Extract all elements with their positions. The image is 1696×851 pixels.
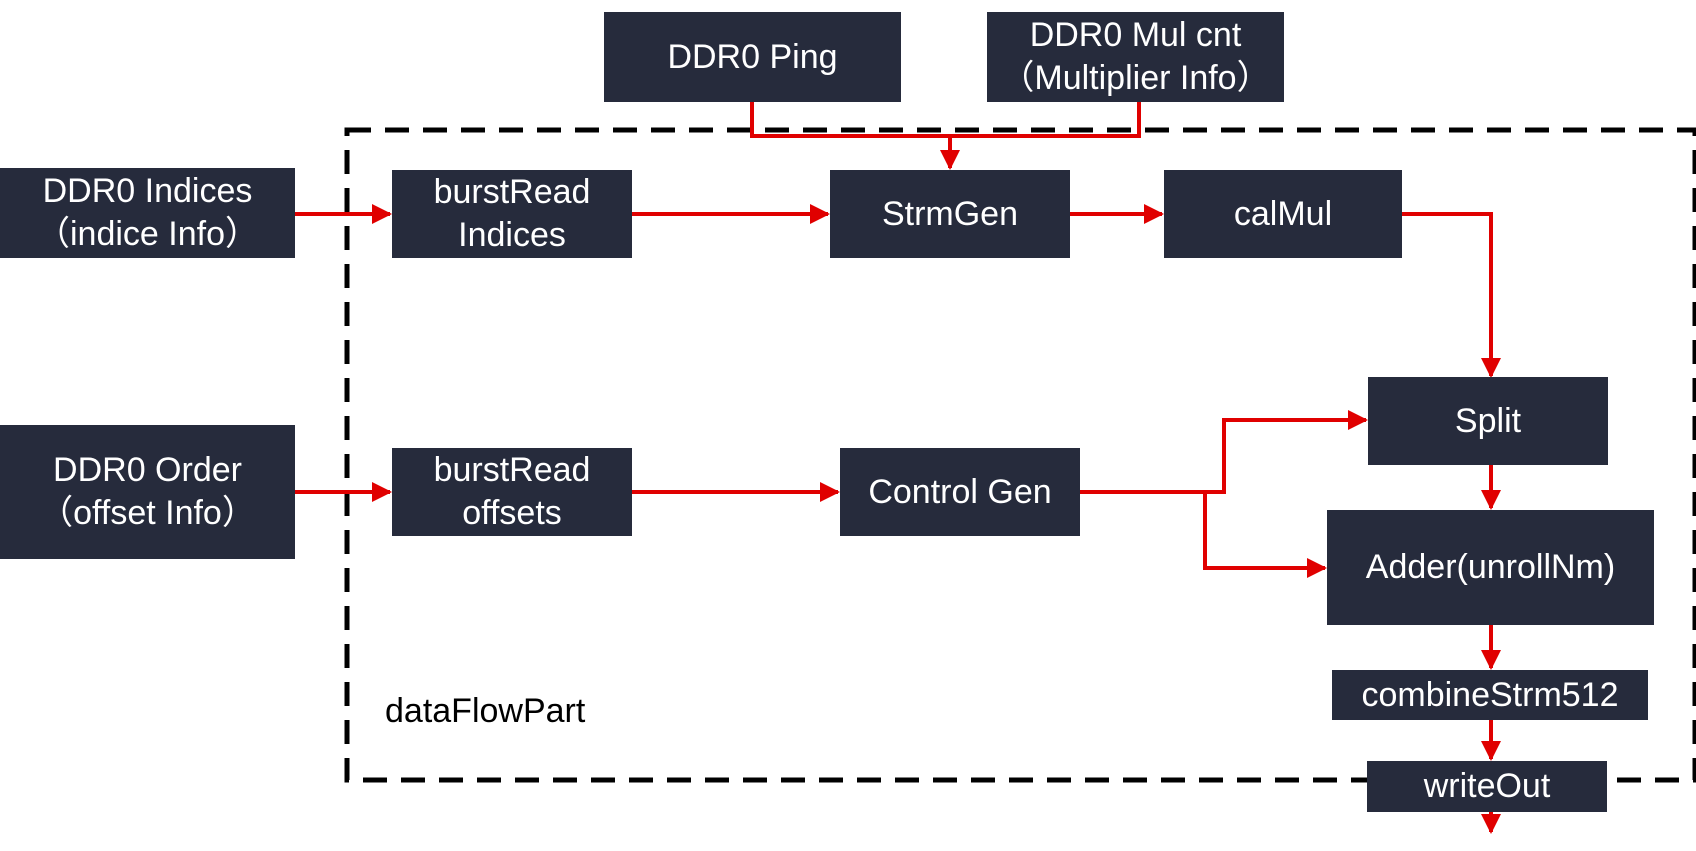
node-calmul: calMul	[1164, 170, 1402, 258]
edge-controlgen-to-split	[1080, 410, 1368, 494]
node-ddr0-order-line1: DDR0 Order	[53, 451, 242, 489]
node-burstread-indices-line2: Indices	[458, 216, 566, 254]
node-adder: Adder(unrollNm)	[1327, 510, 1654, 625]
node-strmgen: StrmGen	[830, 170, 1070, 258]
node-adder-label: Adder(unrollNm)	[1365, 548, 1616, 586]
node-split-label: Split	[1454, 401, 1522, 440]
node-ddr0-order-line2: （offset Info）	[39, 494, 256, 532]
node-ddr0-indices-line1: DDR0 Indices	[42, 172, 253, 210]
node-ddr0-indices: DDR0 Indices （indice Info）	[0, 168, 295, 258]
node-ddr0-ping-label: DDR0 Ping	[667, 37, 838, 76]
node-burstread-offsets-line2: offsets	[462, 494, 562, 532]
node-burstread-offsets-line1: burstRead	[433, 451, 591, 489]
node-strmgen-label: StrmGen	[881, 194, 1019, 233]
node-burstread-indices: burstRead Indices	[392, 170, 632, 258]
node-writeout-label: writeOut	[1423, 767, 1551, 805]
node-control-gen-label: Control Gen	[868, 472, 1052, 511]
edge-calmul-to-split	[1402, 212, 1501, 378]
node-control-gen: Control Gen	[840, 448, 1080, 536]
node-ddr0-indices-line2: （indice Info）	[36, 215, 259, 253]
dataflowpart-region-border	[344, 127, 1696, 783]
node-burstread-indices-line1: burstRead	[433, 173, 591, 211]
node-combine-strm512-label: combineStrm512	[1361, 675, 1619, 714]
node-writeout: writeOut	[1367, 761, 1607, 812]
dataflowpart-label: dataFlowPart	[385, 692, 586, 730]
node-ddr0-order: DDR0 Order （offset Info）	[0, 425, 295, 559]
node-ddr0-mul-cnt: DDR0 Mul cnt （Multiplier Info）	[987, 12, 1284, 102]
node-ddr0-mul-cnt-line2: （Multiplier Info）	[1000, 59, 1271, 97]
node-burstread-offsets: burstRead offsets	[392, 448, 632, 536]
node-ddr0-ping: DDR0 Ping	[604, 12, 901, 102]
node-calmul-label: calMul	[1233, 194, 1333, 233]
edge-mulcnt-to-strmgen	[950, 102, 1141, 138]
node-split: Split	[1368, 377, 1608, 465]
node-combine-strm512: combineStrm512	[1332, 670, 1648, 720]
edge-controlgen-to-adder	[1203, 492, 1327, 578]
edge-ping-to-strmgen	[750, 102, 960, 170]
node-ddr0-mul-cnt-line1: DDR0 Mul cnt	[1029, 16, 1242, 54]
